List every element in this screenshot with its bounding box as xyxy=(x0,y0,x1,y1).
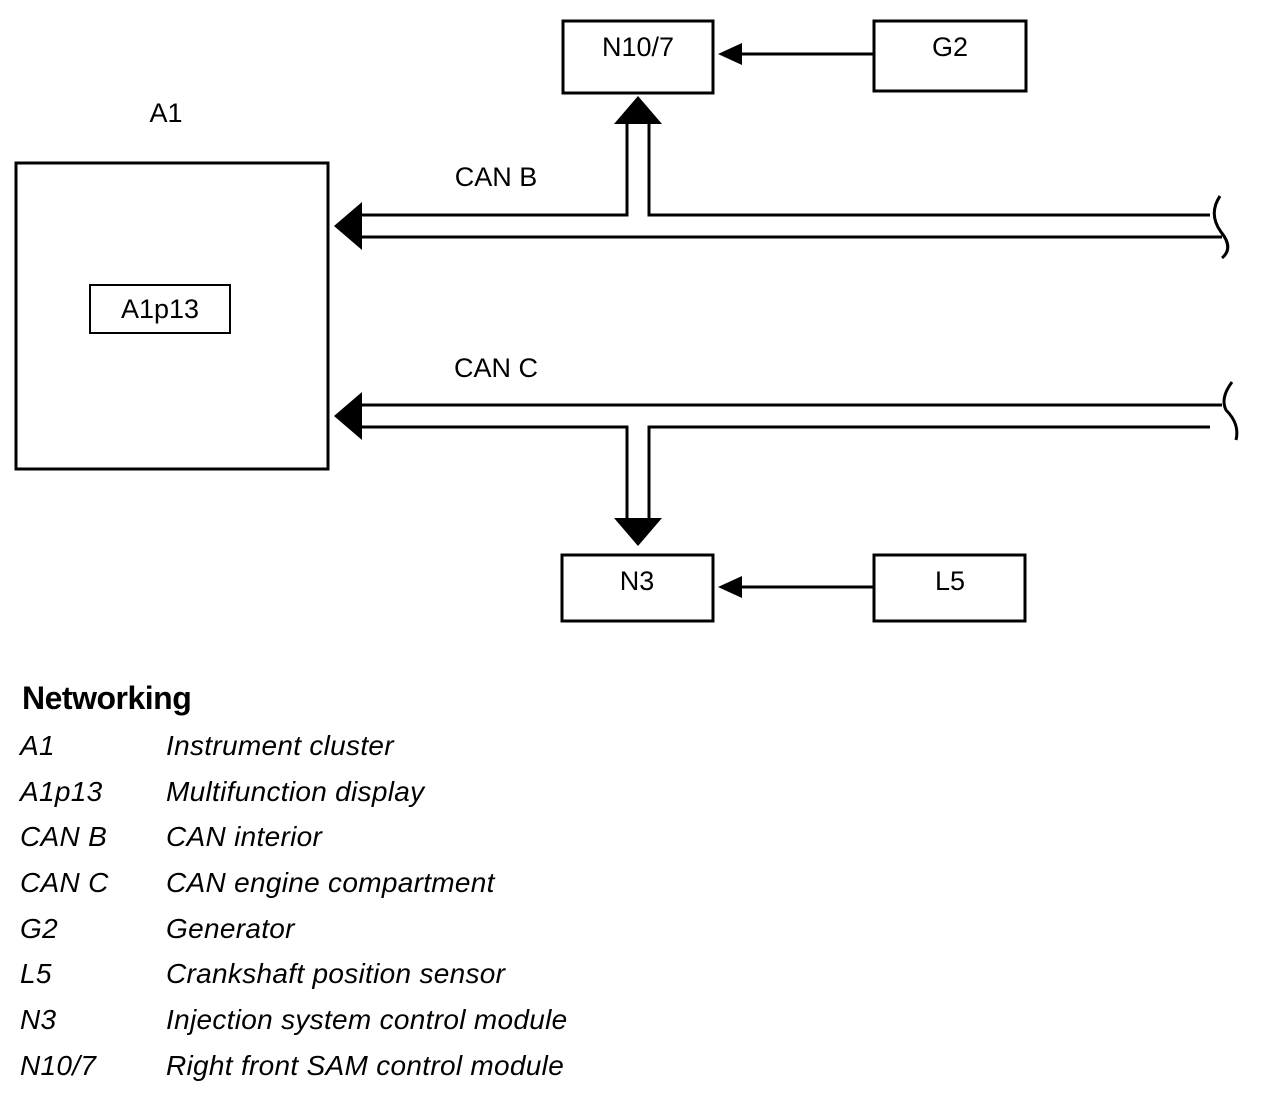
a1-box xyxy=(14,161,330,471)
n10-7-label: N10/7 xyxy=(602,32,674,62)
legend-description: Instrument cluster xyxy=(166,730,394,761)
network-diagram: A1 A1p13 N10/7 G2 N3 L5 CAN B CAN C xyxy=(14,19,1239,623)
legend-code: CAN C xyxy=(20,867,109,899)
legend-description: Multifunction display xyxy=(166,775,425,807)
n10-7-box xyxy=(561,19,715,95)
can-c-bus xyxy=(360,381,1239,520)
legend-description: Generator xyxy=(166,912,295,944)
legend-title: Networking xyxy=(22,680,192,716)
legend-code: CAN B xyxy=(20,821,108,853)
legend-description: Right front SAM control module xyxy=(166,1049,565,1081)
n3-box xyxy=(560,553,715,623)
can-c-arrowhead-n3 xyxy=(614,518,662,546)
g2-box xyxy=(872,19,1028,93)
legend-description: CAN interior xyxy=(166,821,323,853)
a1p13-box xyxy=(89,284,231,334)
legend-description: Injection system control module xyxy=(166,1004,568,1036)
can-b-bus xyxy=(360,122,1230,260)
n3-label: N3 xyxy=(620,566,655,596)
a1p13-label: A1p13 xyxy=(121,294,199,324)
g2-label: G2 xyxy=(932,32,968,62)
can-c-label: CAN C xyxy=(454,353,538,383)
can-b-arrowhead-n10-7 xyxy=(614,96,662,124)
legend-code: N10/7 xyxy=(20,1049,97,1081)
legend-description: Crankshaft position sensor xyxy=(166,958,506,990)
can-c-arrowhead-a1 xyxy=(334,392,362,440)
l5-label: L5 xyxy=(935,566,965,596)
legend-code: A1 xyxy=(20,730,55,761)
legend-description: CAN engine compartment xyxy=(166,867,495,899)
legend-code: G2 xyxy=(20,912,58,944)
g2-to-n10-7-arrowhead xyxy=(718,43,742,65)
can-b-arrowhead-a1 xyxy=(334,202,362,250)
legend-code: L5 xyxy=(20,958,52,990)
can-b-label: CAN B xyxy=(455,162,538,192)
legend-code: A1p13 xyxy=(20,775,103,807)
a1-label: A1 xyxy=(149,98,182,128)
legend-code: N3 xyxy=(20,1004,57,1036)
l5-to-n3-arrowhead xyxy=(718,576,742,598)
